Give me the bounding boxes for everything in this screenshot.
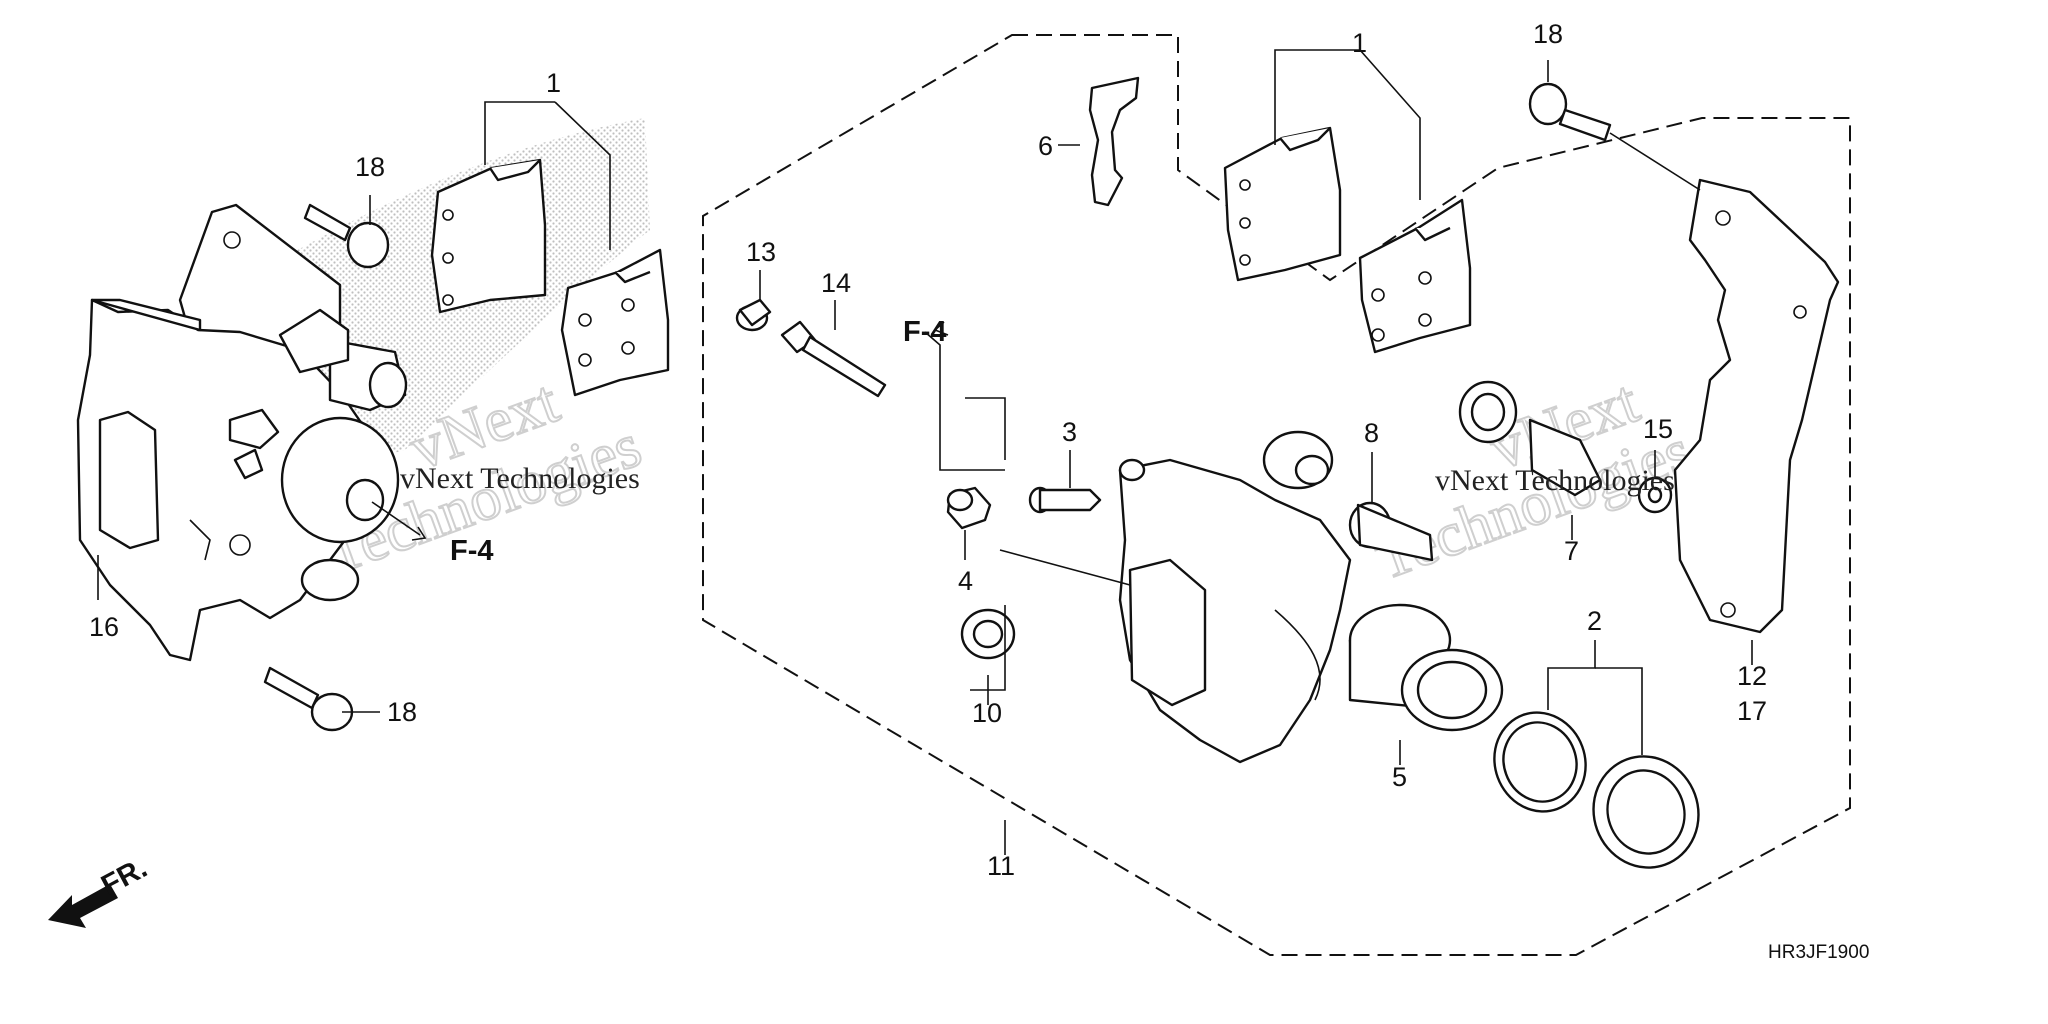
front-direction-arrow-icon: FR.: [48, 852, 153, 928]
bracket-hole-top: [1715, 210, 1731, 226]
leader-lines: [97, 49, 1753, 855]
callout-3: 3: [1062, 417, 1077, 447]
callout-6: 6: [1038, 131, 1053, 161]
callout-13: 13: [746, 237, 776, 267]
callout-18-bottom-left: 18: [387, 697, 417, 727]
callout-7: 7: [1564, 536, 1579, 566]
caliper-body: [1118, 430, 1352, 764]
callout-8: 8: [1364, 418, 1379, 448]
slide-pin: [1348, 501, 1434, 562]
watermark-left: vNext Technologies: [400, 462, 640, 495]
callout-2: 2: [1587, 606, 1602, 636]
flange-bolt-right: [1528, 82, 1612, 142]
piston-seal-set: [1493, 711, 1700, 869]
callout-10: 10: [972, 698, 1002, 728]
bleeder-cap: [946, 486, 992, 530]
ref-label-right: F-4: [903, 316, 947, 348]
bracket-hole-mid: [1793, 305, 1807, 319]
pad-spring: [1088, 76, 1140, 207]
callout-17: 17: [1737, 696, 1767, 726]
flange-bolt-left-bottom: [263, 666, 354, 732]
callout-labels: 1 18 16 18 13 14 6 1 18 3 4 10 11 8 5 2 …: [89, 19, 1767, 881]
washer: [1637, 476, 1673, 514]
brake-pads-right: [1223, 126, 1472, 354]
diagram-code: HR3JF1900: [1768, 942, 1869, 963]
dust-boot: [960, 608, 1016, 660]
callout-12: 12: [1737, 661, 1767, 691]
dust-boot-small: [735, 298, 772, 332]
callout-5: 5: [1392, 762, 1407, 792]
watermark-right: vNext Technologies: [1435, 464, 1675, 497]
assembly-boundary-dashed: [702, 34, 1851, 956]
callout-16: 16: [89, 612, 119, 642]
callout-4: 4: [958, 566, 973, 596]
bracket-hole-bottom: [1720, 602, 1736, 618]
callout-11: 11: [987, 851, 1015, 881]
pin-sleeve: [1528, 418, 1602, 497]
caliper-bracket: [1673, 178, 1840, 634]
ref-label-left: F-4: [450, 535, 494, 567]
pin-boot: [1458, 380, 1518, 444]
caliper-assembly-left: [76, 203, 408, 662]
callout-18-right: 18: [1533, 19, 1563, 49]
callout-1-left: 1: [546, 68, 561, 98]
brake-pads-left: [430, 158, 670, 397]
callout-1-right: 1: [1352, 28, 1367, 58]
caliper-pin: [780, 320, 887, 398]
flange-bolt-left-top: [303, 203, 390, 269]
caliper-piston: [1348, 603, 1504, 732]
callout-15: 15: [1643, 414, 1673, 444]
callout-18-top-left: 18: [355, 152, 385, 182]
callout-14: 14: [821, 268, 851, 298]
bleeder-valve: [1028, 486, 1102, 514]
